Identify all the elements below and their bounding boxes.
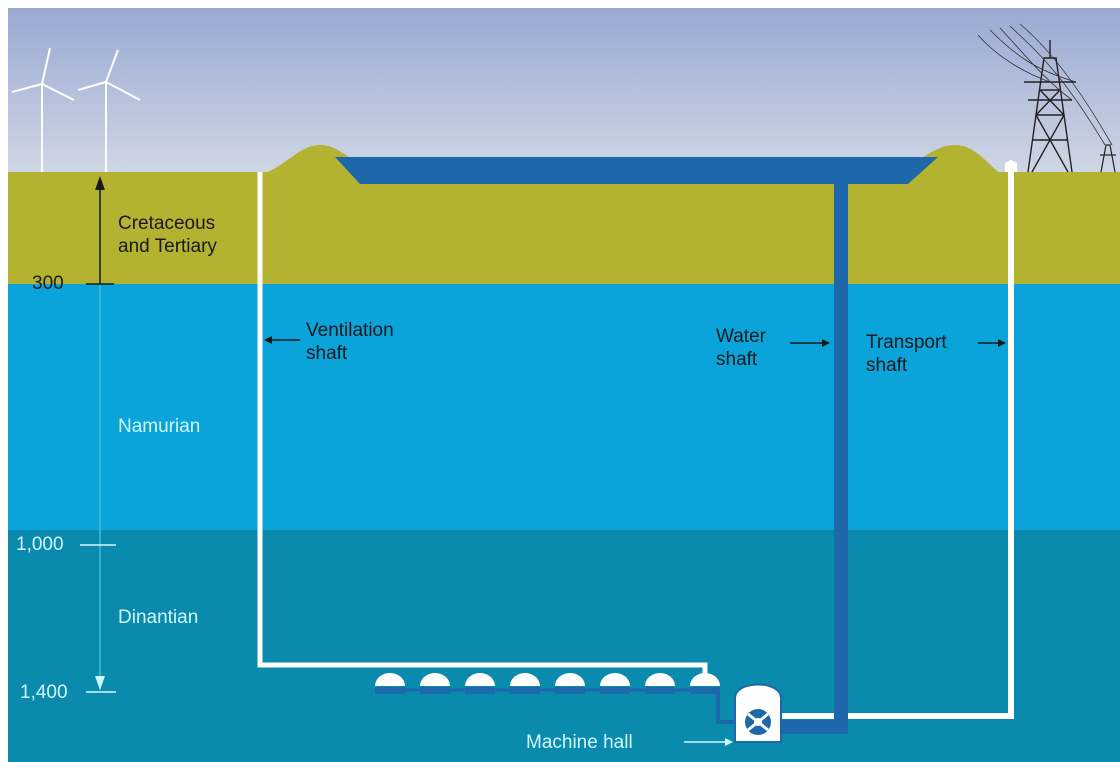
namurian-layer [8,284,1120,530]
turbine-unit-dome [645,673,675,686]
turbine-pump-icon [745,709,771,735]
transport-shaft-label: Transport shaft [866,332,947,376]
water-shaft [834,170,848,734]
turbine-unit-base [600,687,630,694]
layer-label-namurian: Namurian [118,416,201,437]
turbine-unit-dome [465,673,495,686]
layer-label-dinantian: Dinantian [118,607,199,628]
turbine-unit-base [465,687,495,694]
label-arrows [264,336,1006,746]
water-shaft-label: Water shaft [716,326,766,370]
depth-label-1000: 1,000 [16,534,64,555]
turbine-unit-dome [375,673,405,686]
layer-label-cretaceous-tertiary: Cretaceous and Tertiary [118,213,217,257]
depth-label-300: 300 [32,273,64,294]
depth-label-1400: 1,400 [20,682,68,703]
sky [8,8,1120,173]
turbine-unit-base [510,687,540,694]
lower-reservoir-units [375,673,720,694]
depth-arrow-down [95,676,105,690]
power-pylon-icon [1024,40,1076,173]
machine-hall-label: Machine hall [526,732,633,753]
transport-shaft-cap [1005,160,1017,172]
turbine-unit-dome [555,673,585,686]
depth-axis [80,176,116,693]
turbine-unit-dome [510,673,540,686]
turbine-unit-dome [600,673,630,686]
turbine-unit-base [420,687,450,694]
ventilation-shaft [257,172,708,675]
turbine-unit-base [375,687,405,694]
dinantian-layer [8,530,1120,762]
power-pylon-icon [1100,144,1116,173]
power-lines [977,23,1113,146]
turbine-unit-dome [420,673,450,686]
ventilation-shaft-label: Ventilation shaft [306,320,394,364]
depth-arrow-up [95,176,105,190]
turbine-unit-dome [690,673,720,686]
transport-shaft [780,172,1014,719]
cretaceous-tertiary-layer [8,172,1120,284]
upper-reservoir [335,157,938,184]
turbine-unit-base [645,687,675,694]
turbine-unit-base [690,687,720,694]
wind-turbine-icon [77,49,141,172]
wind-turbine-icon [11,47,75,172]
turbine-unit-base [555,687,585,694]
